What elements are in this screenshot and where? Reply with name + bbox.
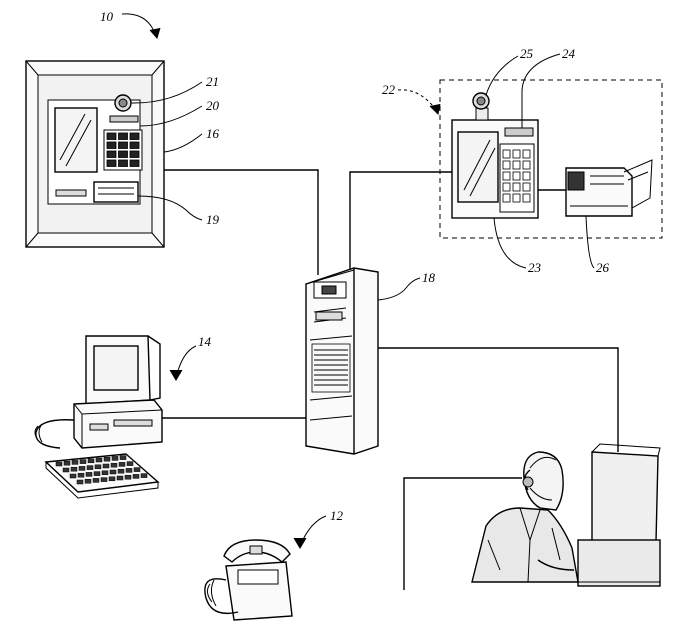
key [513, 194, 520, 202]
label-kiosk-card-reader: 24 [562, 46, 576, 61]
keyboard-key [141, 474, 147, 478]
label-printer: 26 [596, 260, 610, 275]
keyboard-key [72, 460, 78, 464]
key [119, 142, 128, 149]
line-atm-to-server [162, 170, 318, 275]
label-atm-keypad: 20 [206, 98, 220, 113]
keyboard-key [96, 458, 102, 462]
label-card-slot: 19 [206, 212, 220, 227]
keyboard-key [120, 456, 126, 460]
line-server-to-operator [376, 348, 618, 452]
key [119, 151, 128, 158]
keyboard-key [79, 466, 85, 470]
keyboard-key [80, 460, 86, 464]
atm-keypad [104, 130, 142, 170]
label-computer: 14 [198, 334, 212, 349]
keyboard-key [125, 475, 131, 479]
label-kiosk-camera: 25 [520, 46, 534, 61]
keyboard-key [111, 463, 117, 467]
key [107, 133, 116, 140]
keyboard-key [109, 477, 115, 481]
operator-with-headset [472, 444, 660, 586]
keyboard-key [119, 462, 125, 466]
keyboard-key [112, 456, 118, 460]
keyboard-key [95, 465, 101, 469]
label-server: 18 [422, 270, 436, 285]
key [513, 172, 520, 180]
atm-card-slot [56, 190, 86, 196]
keyboard-key [134, 468, 140, 472]
key [523, 183, 530, 191]
label-atm-camera: 21 [206, 74, 219, 89]
key [513, 183, 520, 191]
key [503, 194, 510, 202]
keyboard-key [94, 472, 100, 476]
key [130, 151, 139, 158]
keyboard-key [70, 474, 76, 478]
keyboard-key [86, 472, 92, 476]
key [523, 161, 530, 169]
key [523, 194, 530, 202]
keyboard-key [64, 461, 70, 465]
keyboard-key [71, 467, 77, 471]
keyboard-key [87, 466, 93, 470]
key [513, 150, 520, 158]
kiosk-group [440, 80, 662, 238]
keyboard-key [133, 474, 139, 478]
server-rack [306, 268, 378, 454]
key [130, 160, 139, 167]
keyboard-key [78, 473, 84, 477]
keyboard-key [127, 462, 133, 466]
key [503, 150, 510, 158]
telephone [205, 540, 292, 620]
key [119, 160, 128, 167]
key [503, 161, 510, 169]
kiosk-printer [566, 160, 652, 216]
keyboard-key [103, 464, 109, 468]
keyboard-key [101, 478, 107, 482]
label-kiosk-terminal: 23 [528, 260, 542, 275]
key [119, 133, 128, 140]
key [130, 133, 139, 140]
kiosk-card-reader [505, 128, 533, 136]
keyboard-key [56, 462, 62, 466]
label-kiosk: 22 [382, 82, 396, 97]
key [107, 142, 116, 149]
label-telephone: 12 [330, 508, 344, 523]
atm-screen [55, 108, 97, 172]
key [503, 183, 510, 191]
key [107, 160, 116, 167]
keyboard-key [117, 476, 123, 480]
label-atm-panel: 16 [206, 126, 220, 141]
line-kiosk-to-server [350, 172, 452, 272]
keyboard-key [93, 478, 99, 482]
keyboard-key [104, 457, 110, 461]
keyboard-key [63, 468, 69, 472]
key [523, 172, 530, 180]
desktop-computer [35, 336, 162, 498]
keyboard-key [110, 470, 116, 474]
keyboard-key [88, 459, 94, 463]
atm-unit [26, 61, 164, 247]
key [503, 172, 510, 180]
keyboard-key [77, 480, 83, 484]
keyboard-key [85, 479, 91, 483]
keyboard-key [126, 468, 132, 472]
key [130, 142, 139, 149]
key [107, 151, 116, 158]
key [523, 150, 530, 158]
keyboard-key [102, 471, 108, 475]
key [513, 161, 520, 169]
label-atm: 10 [100, 9, 114, 24]
keyboard-key [118, 469, 124, 473]
